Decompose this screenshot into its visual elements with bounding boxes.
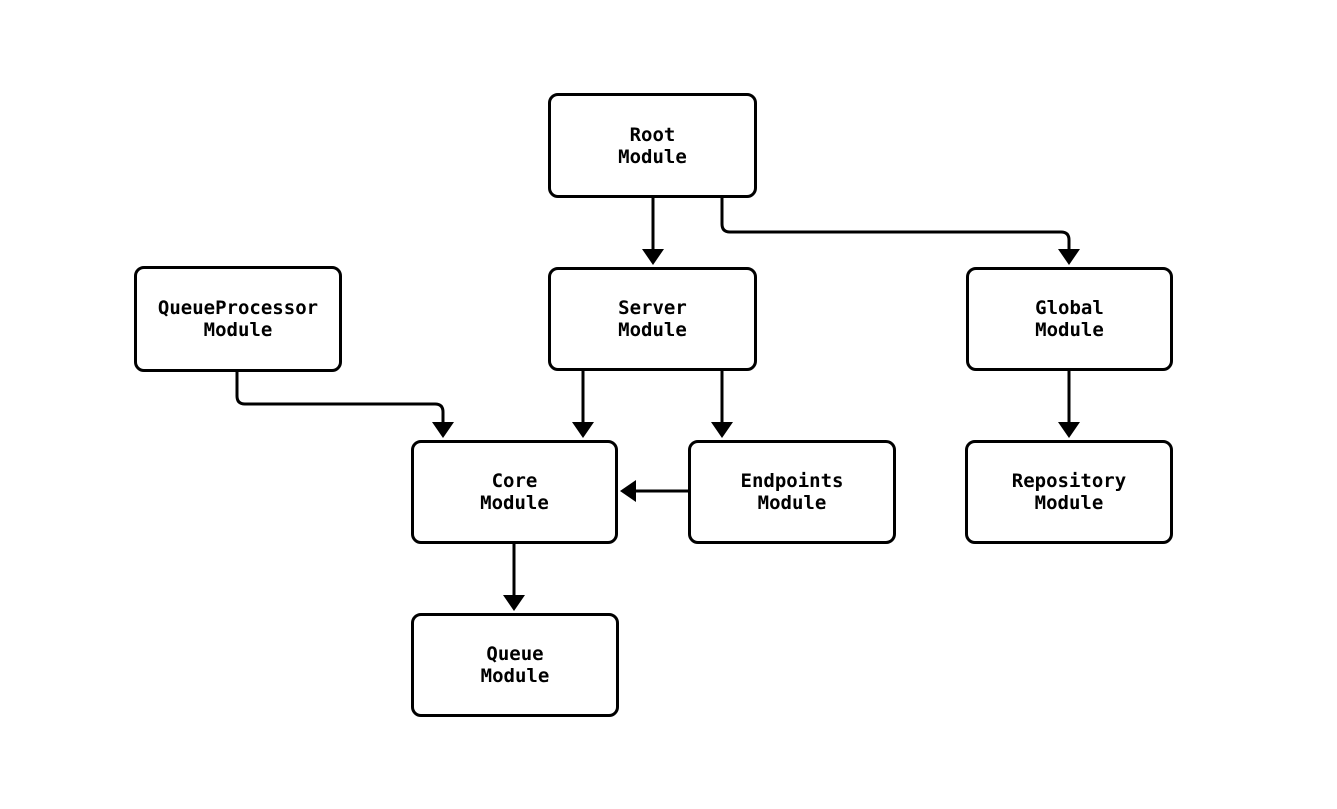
- node-server-module: Server Module: [548, 267, 757, 371]
- node-root-module: Root Module: [548, 93, 757, 198]
- edge-queueprocessor-to-core: [235, 372, 454, 438]
- node-queueprocessor-module: QueueProcessor Module: [134, 266, 342, 372]
- edge-root-to-global: [720, 198, 1080, 265]
- node-core-module: Core Module: [411, 440, 618, 544]
- node-repository-module: Repository Module: [965, 440, 1173, 544]
- node-endpoints-module: Endpoints Module: [688, 440, 896, 544]
- node-global-module: Global Module: [966, 267, 1173, 371]
- node-queue-module: Queue Module: [411, 613, 619, 717]
